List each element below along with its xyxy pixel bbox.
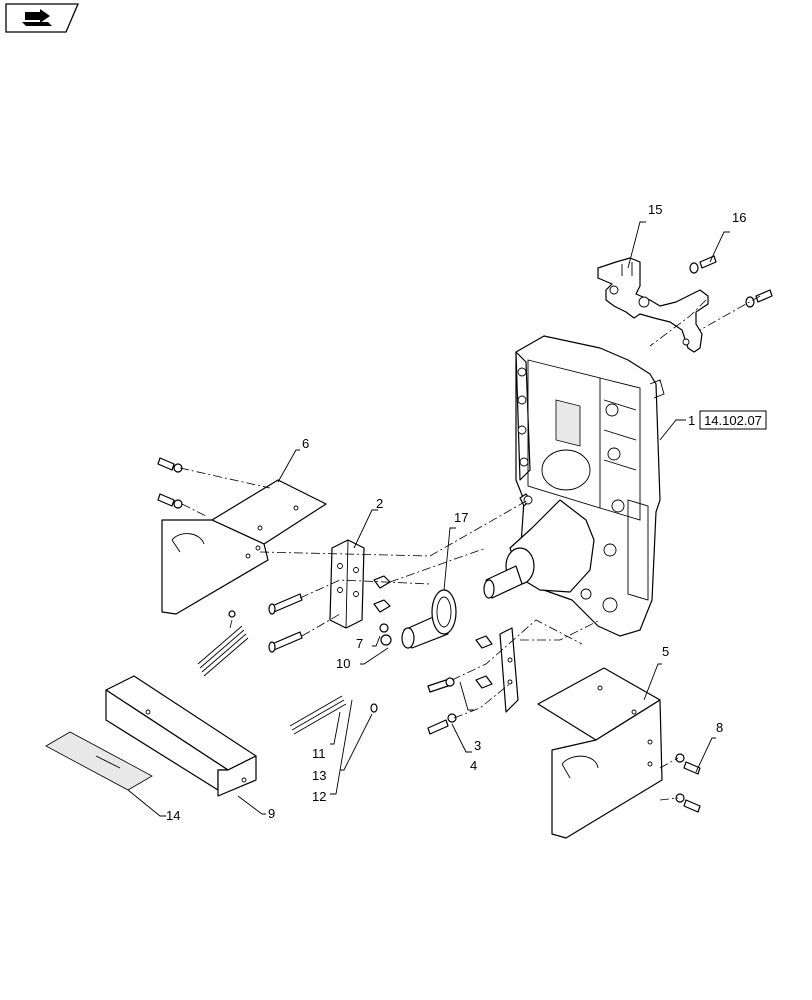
assembly-centerlines	[179, 295, 761, 801]
callout-1: 1	[688, 413, 695, 428]
bracket-part-5	[537, 667, 663, 839]
washer-part-7	[379, 623, 392, 646]
callout-3: 3	[474, 738, 481, 753]
bolt-part-mid-left	[228, 593, 303, 653]
callout-8: 8	[716, 720, 723, 735]
bolt-part-3-4	[427, 677, 457, 735]
reference-box-text: 14.102.07	[704, 413, 762, 428]
bracket-part-15	[597, 257, 709, 353]
screw-part-16	[689, 255, 773, 308]
reference-box[interactable]: 14.102.07	[699, 410, 767, 430]
gearbox-housing-part-1	[483, 335, 665, 637]
callout-4: 4	[470, 758, 477, 773]
callout-9: 9	[268, 806, 275, 821]
book-nav-icon[interactable]	[5, 3, 79, 33]
shield-part-9	[105, 675, 257, 797]
bracket-part-2	[329, 539, 391, 629]
bracket-part-small	[475, 627, 519, 713]
leader-lines	[127, 221, 730, 817]
callout-16: 16	[732, 210, 746, 225]
decal-part-14	[45, 731, 153, 791]
callout-labels: 1 2 3 4 5 6 7 8 9 10 11 13 12 14 15 16 1…	[166, 202, 746, 823]
callout-6: 6	[302, 436, 309, 451]
collar-part-17	[401, 589, 457, 649]
callout-5: 5	[662, 644, 669, 659]
spring-part-11	[197, 625, 378, 735]
callout-17: 17	[454, 510, 468, 525]
callout-7: 7	[356, 636, 363, 651]
callout-11: 11	[312, 746, 326, 761]
callout-13: 13	[312, 768, 326, 783]
callout-2: 2	[376, 496, 383, 511]
callout-14: 14	[166, 808, 180, 823]
callout-15: 15	[648, 202, 662, 217]
guard-plate-part-6	[161, 479, 327, 615]
callout-10: 10	[336, 656, 350, 671]
bolt-part-8	[675, 753, 701, 813]
bolt-part-upper-left	[157, 457, 183, 509]
callout-12: 12	[312, 789, 326, 804]
